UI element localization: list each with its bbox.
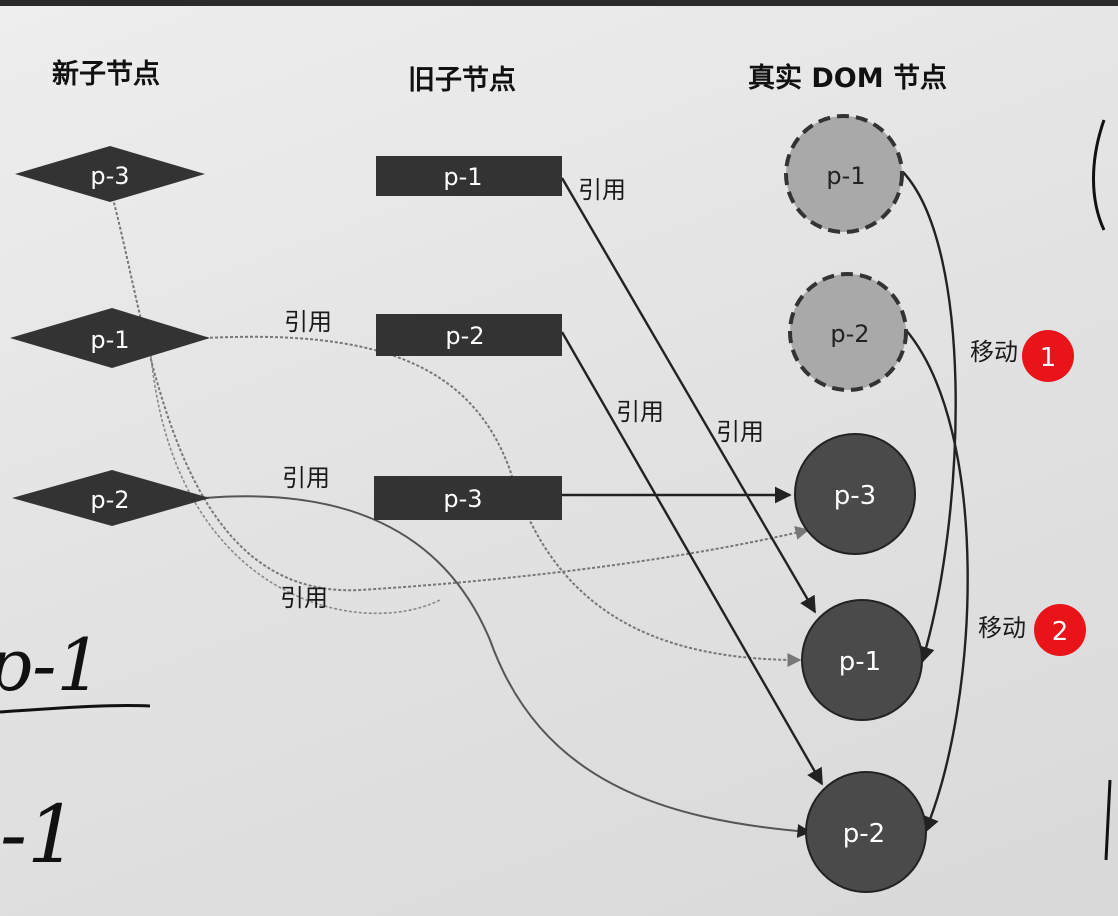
old-node-p2-label: p-2 xyxy=(445,322,484,350)
handwriting-bracket xyxy=(1092,119,1106,231)
dom-node-p1-label: p-1 xyxy=(839,647,881,677)
edge-label-ref-new-p2: 引用 xyxy=(282,464,330,492)
ref-curve-new-p1-down xyxy=(149,344,441,615)
ref-arrow-old-p2-to-dom-p2 xyxy=(560,331,824,786)
old-node-p2: p-2 xyxy=(376,314,562,356)
new-node-p1: p-1 xyxy=(10,308,210,368)
dom-ghost-p2-label: p-2 xyxy=(830,320,869,348)
dom-node-p1: p-1 xyxy=(801,599,923,721)
edge-label-ref-new-p3: 引用 xyxy=(280,584,328,612)
heading-new-children: 新子节点 xyxy=(52,59,160,90)
dom-node-p2-label: p-2 xyxy=(843,819,885,849)
old-node-p3-label: p-3 xyxy=(443,485,482,513)
move-label-1: 移动 xyxy=(970,338,1018,366)
old-node-p1: p-1 xyxy=(376,156,562,196)
move-arrow-1 xyxy=(902,171,957,664)
dom-ghost-p1-label: p-1 xyxy=(826,162,865,190)
ref-arrow-old-p1-to-dom-p1 xyxy=(560,177,817,614)
edge-label-ref-old-p1-lower: 引用 xyxy=(716,418,764,446)
old-node-p3: p-3 xyxy=(374,476,562,520)
new-node-p1-label: p-1 xyxy=(90,326,129,354)
old-node-p1-label: p-1 xyxy=(443,163,482,191)
dom-ghost-p1: p-1 xyxy=(784,114,904,234)
edge-label-ref-old-p1: 引用 xyxy=(578,176,626,204)
heading-old-children: 旧子节点 xyxy=(408,65,516,96)
handwriting-stroke-right xyxy=(1104,779,1112,861)
move-badge-2-number: 2 xyxy=(1052,617,1069,647)
edge-label-ref-new-p1: 引用 xyxy=(284,308,332,336)
handwriting-underline xyxy=(0,703,151,714)
move-badge-1-number: 1 xyxy=(1040,343,1057,373)
move-arrow-2 xyxy=(905,329,969,834)
edge-label-ref-old-p2: 引用 xyxy=(616,398,664,426)
move-badge-2: 2 xyxy=(1034,604,1086,656)
ref-curve-new-p3-to-dom-p3 xyxy=(109,187,810,592)
ref-curve-new-p2-to-dom-p2 xyxy=(204,495,812,838)
handwriting-bottom: -1 xyxy=(0,788,78,881)
move-badge-1: 1 xyxy=(1022,330,1074,382)
ref-curve-new-p1-to-dom-p1 xyxy=(204,335,802,667)
dom-ghost-p2: p-2 xyxy=(788,272,908,392)
new-node-p3: p-3 xyxy=(15,146,205,202)
new-node-p2: p-2 xyxy=(12,470,210,526)
dom-node-p3: p-3 xyxy=(794,433,916,555)
dom-node-p2: p-2 xyxy=(805,771,927,893)
heading-real-dom: 真实 DOM 节点 xyxy=(748,63,948,94)
new-node-p3-label: p-3 xyxy=(90,162,129,190)
move-label-2: 移动 xyxy=(978,614,1026,642)
handwriting-top: p-1 xyxy=(0,623,102,707)
new-node-p2-label: p-2 xyxy=(90,486,129,514)
page-top-edge xyxy=(0,0,1118,6)
dom-node-p3-label: p-3 xyxy=(834,481,876,511)
